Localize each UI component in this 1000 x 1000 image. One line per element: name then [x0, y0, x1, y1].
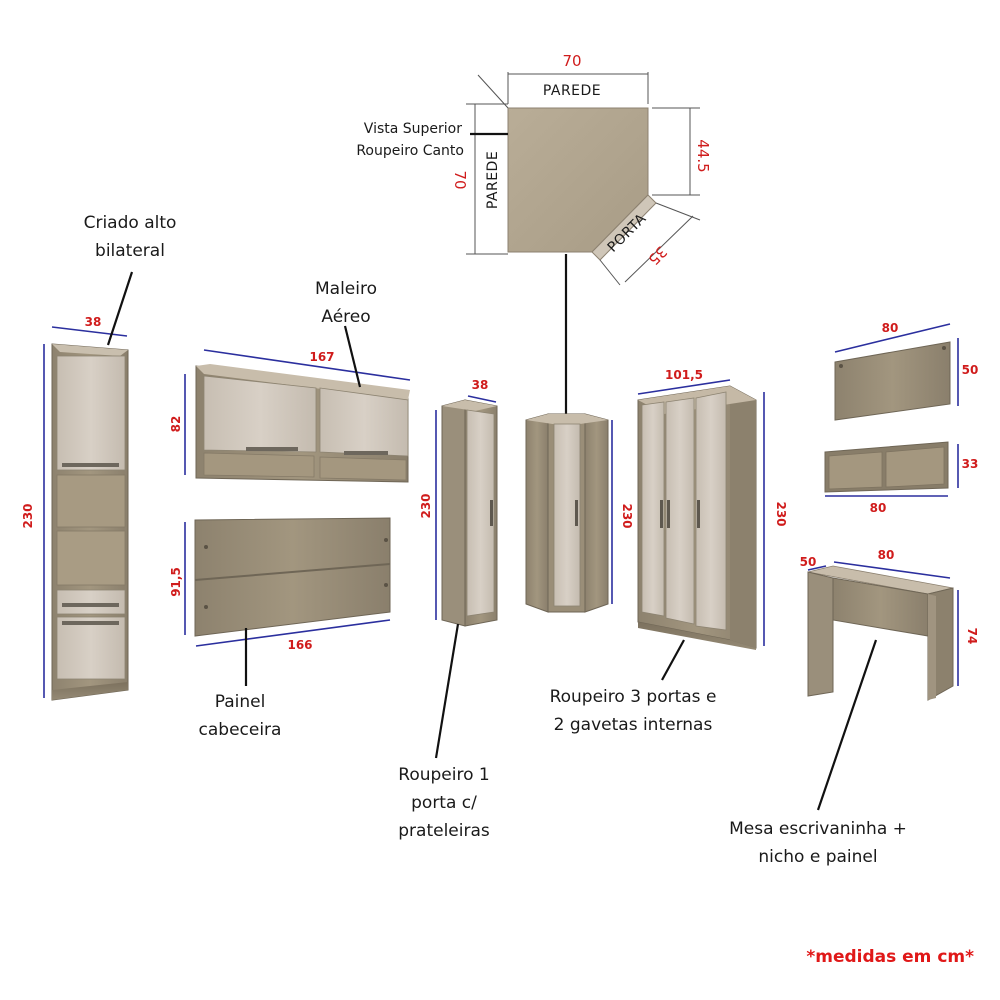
roupeiro1-height-value: 230	[419, 493, 433, 518]
roupeiro-canto: 230	[525, 413, 634, 613]
maleiro-width-value: 167	[309, 350, 334, 364]
canto-height-value: 230	[620, 503, 634, 528]
maleiro-height-value: 82	[169, 416, 183, 433]
top-door-dim-line	[624, 215, 694, 283]
top-door-value: 35	[644, 242, 670, 268]
criado-height-value: 230	[21, 503, 35, 528]
criado-label-2: bilateral	[95, 241, 165, 261]
painel-label-1: Painel	[215, 692, 266, 712]
roupeiro-3-portas: 101,5 230 Roupeiro 3 portas e 2 gavetas …	[550, 368, 788, 735]
painel-width-dim-line	[195, 619, 391, 647]
painel-width-value: 166	[287, 638, 312, 652]
units-note: *medidas em cm*	[806, 947, 974, 967]
mesa-depth-dim-line	[807, 565, 827, 571]
top-width-value: 70	[562, 52, 581, 70]
mesa-height-value: 74	[965, 628, 979, 645]
criado-label-1: Criado alto	[84, 213, 177, 233]
criado-alto: 38 230 Criado alto bilateral	[21, 213, 177, 701]
roupeiro3-width-dim-line	[637, 379, 731, 395]
criado-width-value: 38	[85, 315, 102, 329]
mesa-nicho: 80 33	[824, 441, 979, 515]
roupeiro-1-porta: 38 230 Roupeiro 1 porta c/ prateleiras	[398, 378, 498, 841]
maleiro-label-1: Maleiro	[315, 279, 377, 299]
maleiro-label-2: Aéreo	[321, 307, 370, 327]
mesa-width-value: 80	[878, 548, 895, 562]
roupeiro3-label-2: 2 gavetas internas	[554, 715, 713, 735]
top-wall-label: PAREDE	[543, 83, 601, 99]
criado-pointer	[106, 271, 134, 346]
roupeiro1-label-3: prateleiras	[398, 821, 490, 841]
roupeiro3-width-value: 101,5	[665, 368, 703, 382]
mesa-nicho-height-value: 33	[962, 457, 979, 471]
painel-cabeceira: 91,5 166 Painel cabeceira	[169, 517, 391, 740]
mesa-nicho-width-value: 80	[870, 501, 887, 515]
painel-height-value: 91,5	[169, 567, 183, 597]
roupeiro3-height-value: 230	[774, 501, 788, 526]
roupeiro1-label-1: Roupeiro 1	[398, 765, 489, 785]
mesa-painel: 80 50	[834, 321, 979, 421]
maleiro-aereo: 167 82 Maleiro Aéreo	[169, 279, 411, 483]
mesa-width-dim-line	[833, 561, 951, 579]
roupeiro1-width-value: 38	[472, 378, 489, 392]
top-side-value: 44.5	[694, 139, 712, 172]
top-view-label-2: Roupeiro Canto	[356, 143, 464, 159]
painel-label-2: cabeceira	[199, 720, 282, 740]
roupeiro1-width-dim-line	[467, 395, 497, 403]
maleiro-width-dim-line	[203, 349, 411, 381]
mesa-pointer	[816, 639, 878, 811]
roupeiro1-pointer	[434, 623, 460, 759]
mesa-escrivaninha: 50 80 74 Mesa escrivaninha + nicho e pai…	[729, 548, 979, 867]
left-wall-label: PAREDE	[485, 151, 501, 209]
mesa-panel-height-value: 50	[962, 363, 979, 377]
mesa-label-1: Mesa escrivaninha +	[729, 819, 907, 839]
criado-width-dim-line	[51, 326, 128, 337]
top-view-label-1: Vista Superior	[364, 121, 462, 137]
mesa-panel-width-value: 80	[882, 321, 899, 335]
roupeiro1-label-2: porta c/	[411, 793, 477, 813]
top-view: PAREDE PAREDE PORTA 70 70 44.5 35 Vista …	[356, 52, 712, 416]
mesa-depth-value: 50	[800, 555, 817, 569]
mesa-label-2: nicho e painel	[758, 847, 877, 867]
roupeiro3-label-1: Roupeiro 3 portas e	[550, 687, 717, 707]
mesa-panel-width-dim-line	[834, 323, 951, 353]
top-depth-value: 70	[451, 170, 469, 189]
roupeiro3-pointer	[661, 639, 685, 681]
maleiro-pointer	[343, 325, 362, 388]
